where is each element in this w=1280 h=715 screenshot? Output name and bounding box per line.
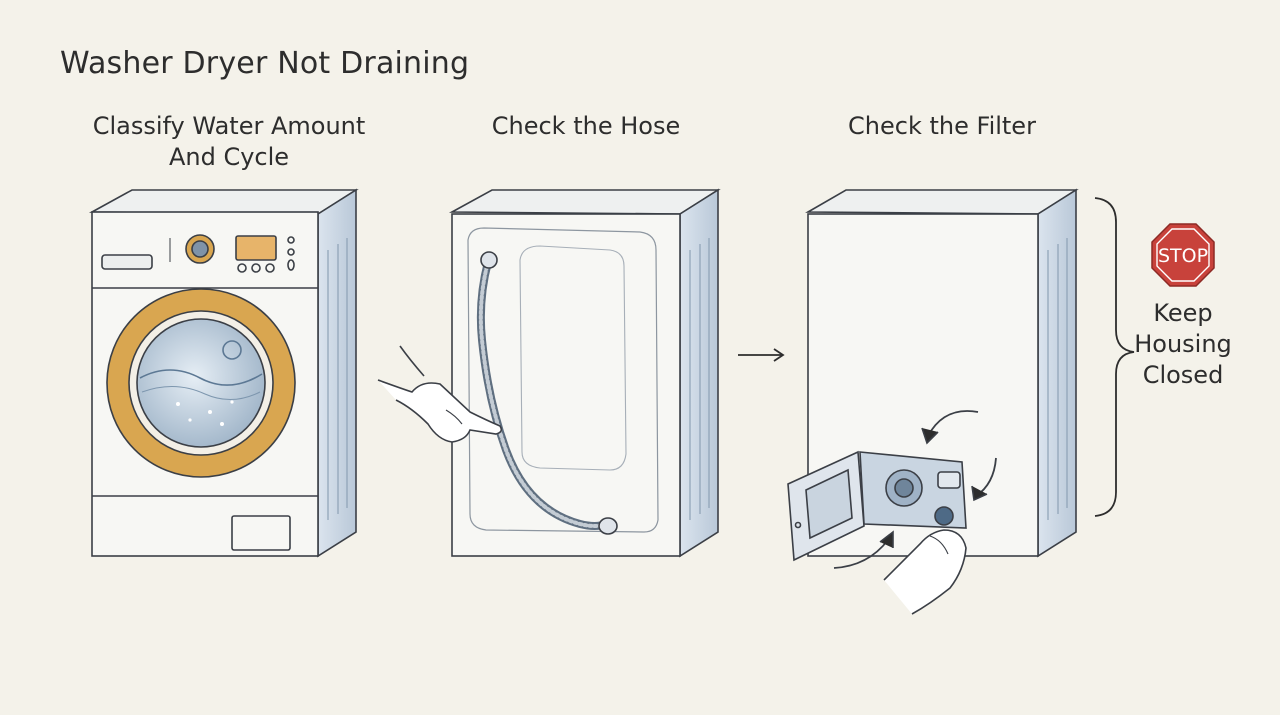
step-arrow bbox=[738, 348, 785, 362]
step-2-label: Check the Hose bbox=[491, 112, 681, 140]
bracket bbox=[1094, 197, 1135, 517]
washer-filter-view bbox=[787, 188, 1079, 615]
step-1-label-line2: And Cycle bbox=[168, 143, 290, 171]
warning-line1: Keep bbox=[1153, 299, 1213, 327]
step-1-label-line1: Classify Water Amount bbox=[92, 112, 366, 140]
warning-note: Keep Housing Closed bbox=[1128, 298, 1238, 391]
step-1-label: Classify Water Amount And Cycle bbox=[84, 111, 374, 173]
warning-line3: Closed bbox=[1142, 361, 1224, 389]
page-title: Washer Dryer Not Draining bbox=[60, 46, 470, 81]
washer-hose-view bbox=[377, 188, 721, 558]
stop-sign-icon: STOP bbox=[1151, 223, 1215, 287]
stop-sign-text: STOP bbox=[1158, 245, 1208, 267]
washer-front-view bbox=[88, 188, 359, 558]
step-3-label: Check the Filter bbox=[848, 112, 1036, 140]
warning-line2: Housing bbox=[1134, 330, 1232, 358]
